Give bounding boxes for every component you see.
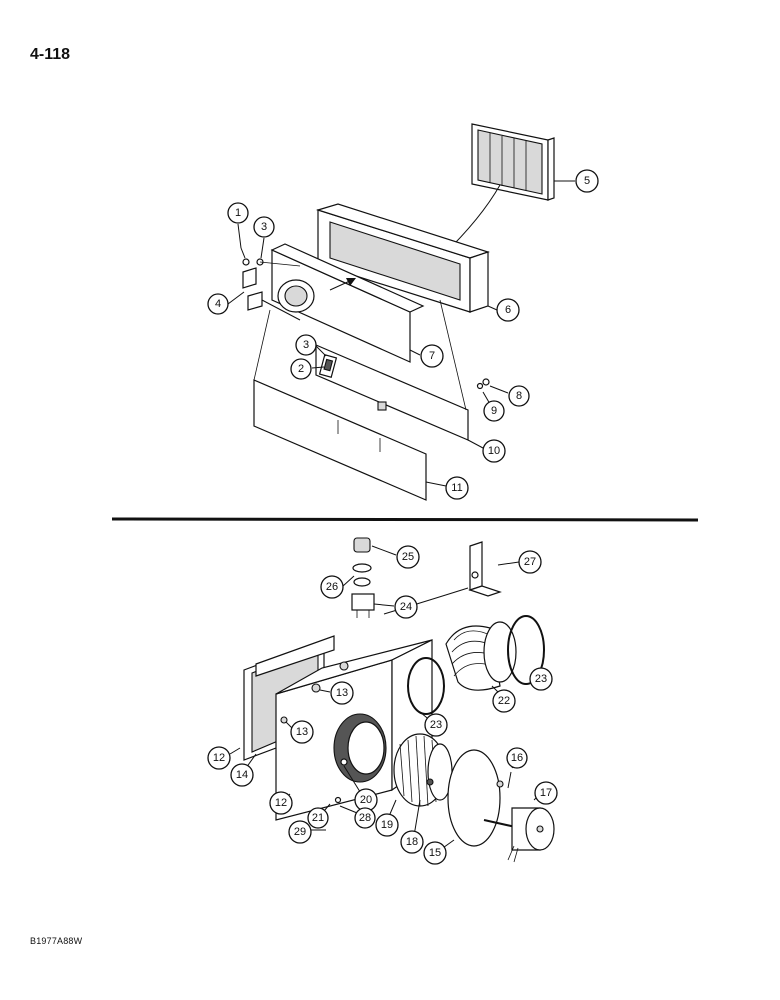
callout-9: 9 <box>483 400 505 422</box>
callout-2: 2 <box>290 358 312 380</box>
callout-8: 8 <box>508 385 530 407</box>
callout-15: 15 <box>423 841 447 865</box>
callout-7: 7 <box>420 344 444 368</box>
callout-12a: 12 <box>207 746 231 770</box>
svg-text:10: 10 <box>488 445 500 457</box>
flex-hose-part <box>445 621 517 691</box>
hose-clamp-part <box>407 615 545 715</box>
svg-text:5: 5 <box>584 175 590 187</box>
callout-22: 22 <box>492 689 516 713</box>
cover-panel-part <box>253 379 427 501</box>
svg-text:12: 12 <box>275 797 287 809</box>
svg-text:14: 14 <box>236 769 248 781</box>
callout-11: 11 <box>445 476 469 500</box>
svg-text:11: 11 <box>451 482 462 494</box>
svg-text:3: 3 <box>303 339 309 351</box>
callout-24: 24 <box>394 595 418 619</box>
svg-text:29: 29 <box>294 826 306 838</box>
svg-text:2: 2 <box>298 363 304 375</box>
svg-text:23: 23 <box>535 673 547 685</box>
svg-text:28: 28 <box>359 812 371 824</box>
svg-text:22: 22 <box>498 695 510 707</box>
vent-grille-part <box>471 123 555 201</box>
svg-text:8: 8 <box>516 390 522 402</box>
callout-18: 18 <box>400 830 424 854</box>
svg-text:27: 27 <box>524 556 536 568</box>
section-divider <box>111 517 699 522</box>
svg-text:7: 7 <box>429 350 435 362</box>
page-number: 4-118 <box>30 46 71 63</box>
svg-text:17: 17 <box>540 787 552 799</box>
svg-text:21: 21 <box>312 812 324 824</box>
callout-1: 1 <box>227 202 249 224</box>
svg-text:26: 26 <box>326 581 338 593</box>
switch-part <box>318 354 338 378</box>
svg-text:13: 13 <box>336 687 348 699</box>
callout-14: 14 <box>230 763 254 787</box>
callout-23a: 23 <box>529 667 553 691</box>
callout-23b: 23 <box>424 713 448 737</box>
callout-12b: 12 <box>269 791 293 815</box>
callout-21: 21 <box>307 807 329 829</box>
svg-text:20: 20 <box>360 794 372 806</box>
callout-16: 16 <box>506 747 528 769</box>
callout-27: 27 <box>518 550 542 574</box>
knob-assembly-part <box>351 537 375 618</box>
svg-text:9: 9 <box>491 405 497 417</box>
svg-text:19: 19 <box>381 819 393 831</box>
callout-25: 25 <box>396 545 420 569</box>
svg-text:23: 23 <box>430 719 442 731</box>
lower-screw-parts <box>334 758 512 804</box>
callout-5: 5 <box>575 169 599 193</box>
callout-26: 26 <box>320 575 344 599</box>
svg-text:6: 6 <box>505 304 511 316</box>
svg-text:18: 18 <box>406 836 418 848</box>
bracket-part <box>242 267 301 321</box>
svg-text:25: 25 <box>402 551 414 563</box>
mounting-bracket-part <box>468 541 502 597</box>
callout-13a: 13 <box>330 681 354 705</box>
callout-17: 17 <box>534 781 558 805</box>
svg-text:3: 3 <box>261 221 267 233</box>
callout-10: 10 <box>482 439 506 463</box>
svg-text:24: 24 <box>400 601 412 613</box>
callout-3: 3 <box>253 216 275 238</box>
svg-text:15: 15 <box>429 847 441 859</box>
blower-wheel-part <box>393 733 453 807</box>
callout-6: 6 <box>496 298 520 322</box>
callout-29: 29 <box>288 820 312 844</box>
callout-13b: 13 <box>290 720 314 744</box>
mounting-plate-part <box>447 749 504 847</box>
callout-19: 19 <box>375 813 399 837</box>
svg-text:4: 4 <box>215 298 221 310</box>
svg-text:1: 1 <box>235 207 241 219</box>
callout-3b: 3 <box>295 334 317 356</box>
svg-text:13: 13 <box>296 726 308 738</box>
callout-28: 28 <box>354 807 376 829</box>
blower-motor-part <box>483 807 555 863</box>
svg-text:12: 12 <box>213 752 225 764</box>
callout-4: 4 <box>207 293 229 315</box>
figure-code: B1977A88W <box>30 936 83 946</box>
blower-housing-part <box>275 639 433 821</box>
svg-text:16: 16 <box>511 752 523 764</box>
